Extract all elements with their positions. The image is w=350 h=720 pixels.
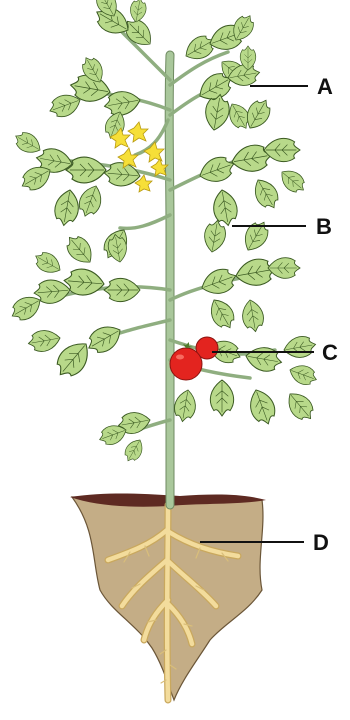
label-c: C	[322, 340, 338, 365]
label-d: D	[313, 530, 329, 555]
foliage	[7, 0, 319, 465]
label-a: A	[317, 74, 333, 99]
callout-a: A	[250, 74, 333, 99]
label-b: B	[316, 214, 332, 239]
